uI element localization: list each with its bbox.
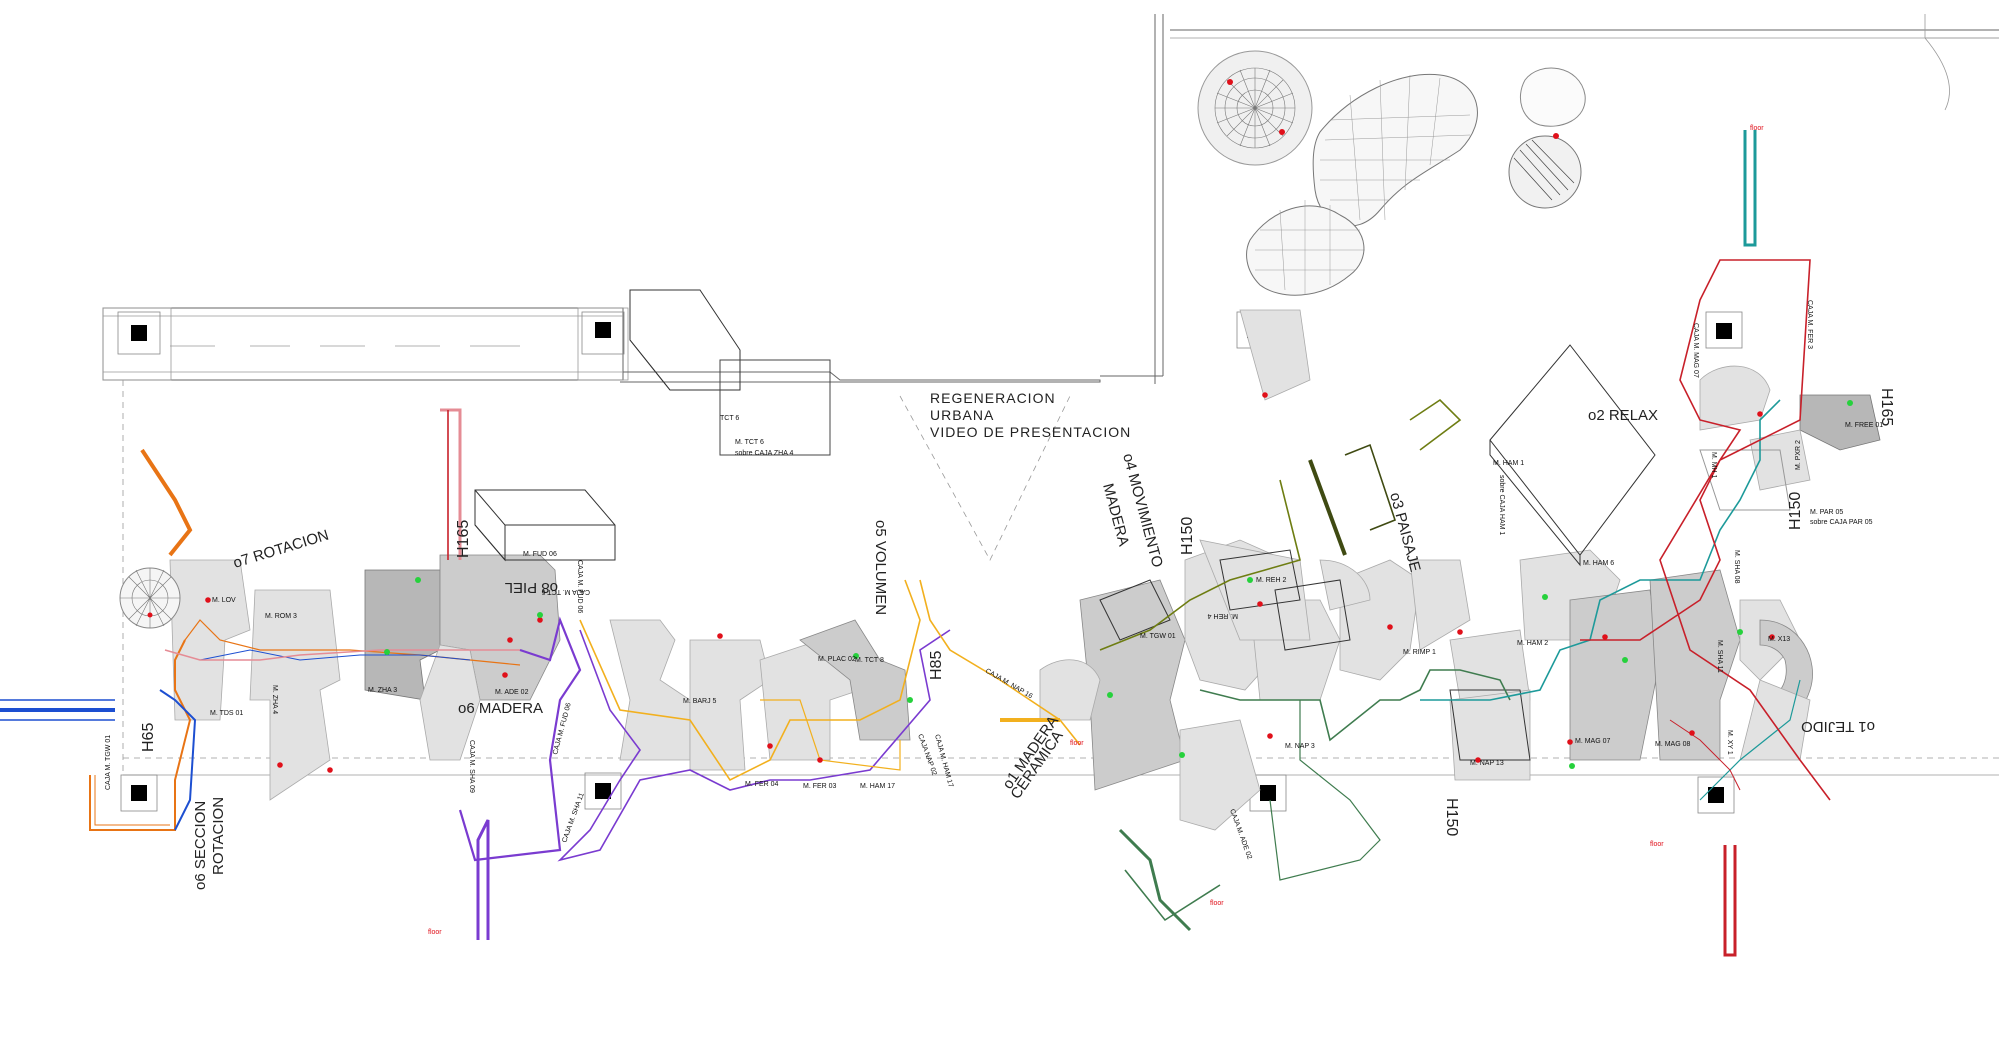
item-label: M. ZHA 4 bbox=[271, 685, 278, 714]
zone-label-madera-o6: o6 MADERA bbox=[458, 700, 543, 717]
item-label: M. NAP 3 bbox=[1285, 743, 1315, 750]
item-label: M. FER 03 bbox=[803, 783, 837, 790]
zone-label-rotacion-2: ROTACION bbox=[210, 797, 227, 875]
item-label: CAJA M. NAP 16 bbox=[984, 668, 1034, 701]
item-label: CAJA M. FER 3 bbox=[1806, 300, 1813, 349]
height-tag: H85 bbox=[928, 651, 945, 680]
item-label: M. TGW 01 bbox=[1140, 633, 1176, 640]
height-tag: H150 bbox=[1787, 492, 1804, 530]
floor-label: floor bbox=[1650, 841, 1664, 848]
title-block: REGENERACION URBANA VIDEO DE PRESENTACIO… bbox=[930, 390, 1131, 440]
floor-label: floor bbox=[1210, 900, 1224, 907]
item-label: M. BARJ 5 bbox=[683, 698, 717, 705]
item-label: M. LOV bbox=[212, 597, 236, 604]
item-label: M. NAP 13 bbox=[1470, 760, 1504, 767]
height-tags: H65 H165 H85 H150 H150 H165 H150 bbox=[140, 388, 1895, 836]
item-label: M. RIMP 1 bbox=[1403, 649, 1436, 656]
height-tag: H165 bbox=[1878, 388, 1895, 426]
box-outlines bbox=[474, 289, 1791, 761]
floor-labels: floor floor floor floor floor bbox=[428, 125, 1764, 936]
item-label: M. MAG 07 bbox=[1575, 738, 1611, 745]
item-label: M. SHA 11 bbox=[1716, 640, 1723, 673]
item-label: M. XY 1 bbox=[1726, 730, 1733, 755]
item-label: M. TCT 6 bbox=[735, 439, 764, 446]
zone-label-volumen: o5 VOLUMEN bbox=[872, 520, 889, 615]
title-line-1: REGENERACION bbox=[930, 390, 1056, 406]
height-tag: H150 bbox=[1179, 517, 1196, 555]
height-tag: H165 bbox=[455, 520, 472, 558]
item-label: CAJA M. ADE 02 bbox=[1228, 808, 1253, 860]
title-line-2: URBANA bbox=[930, 407, 994, 423]
zone-label-movimiento: o4 MOVIMIENTO bbox=[1119, 452, 1166, 570]
item-label: M. REH 4 bbox=[1208, 612, 1238, 619]
floor-label: floor bbox=[1750, 125, 1764, 132]
item-label: sobre CAJA ZHA 4 bbox=[735, 450, 793, 457]
height-tag: H150 bbox=[1443, 798, 1460, 836]
title-line-3: VIDEO DE PRESENTACION bbox=[930, 424, 1131, 440]
item-label: CAJA M. FUD 06 bbox=[576, 560, 583, 613]
star-sculpture bbox=[119, 567, 181, 629]
item-label: M. SHA 08 bbox=[1733, 550, 1740, 584]
floor-label: floor bbox=[428, 929, 442, 936]
item-label: M. HAM 1 bbox=[1493, 460, 1524, 467]
item-label: M. MAG 08 bbox=[1655, 741, 1691, 748]
item-label: M. HAM 6 bbox=[1583, 560, 1614, 567]
item-label: M. FUD 06 bbox=[523, 551, 557, 558]
item-label: M. TDS 01 bbox=[210, 710, 243, 717]
zone-label-tejido: o1 TEJIDO bbox=[1801, 718, 1875, 735]
item-label: CAJA M. HAM 17 bbox=[933, 734, 954, 789]
item-label: M. TCT 8 bbox=[855, 657, 884, 664]
height-tag: H65 bbox=[140, 723, 157, 752]
item-label: M. ADE 02 bbox=[495, 689, 529, 696]
visitor-routes bbox=[0, 130, 1831, 957]
zone-label-rotacion: o7 ROTACION bbox=[231, 527, 331, 572]
item-label: M. PLAC 02 bbox=[818, 656, 856, 663]
item-label: TCT 6 bbox=[720, 415, 739, 422]
item-label: M. PXR 2 bbox=[1795, 440, 1802, 470]
item-label: CAJA M. MAG 07 bbox=[1692, 323, 1699, 378]
marker-dots bbox=[145, 392, 1853, 773]
item-label: M. FER 04 bbox=[745, 781, 779, 788]
item-label: M. FREE 01 bbox=[1845, 422, 1883, 429]
item-label: M. PAR 05 bbox=[1810, 509, 1843, 516]
item-label: CAJA M. TCT 6 bbox=[542, 588, 590, 595]
item-label: M. HAM 17 bbox=[860, 783, 895, 790]
item-label: CAJA M. SHA 11 bbox=[561, 792, 586, 844]
zone-label-madera: MADERA bbox=[1099, 482, 1132, 548]
item-label: sobre CAJA PAR 05 bbox=[1810, 519, 1873, 526]
zone-label-piel: o8 PIEL bbox=[505, 579, 558, 596]
floor-label: floor bbox=[1070, 740, 1084, 747]
lounge-furniture bbox=[1197, 50, 1586, 296]
item-label: M. MH 1 bbox=[1710, 452, 1717, 479]
item-label: M. REH 2 bbox=[1256, 577, 1286, 584]
item-label: CAJA M. TGW 01 bbox=[105, 735, 112, 790]
item-label: M. ZHA 3 bbox=[368, 687, 397, 694]
item-label: M. ROM 3 bbox=[265, 613, 297, 620]
item-label: M. HAM 2 bbox=[1517, 640, 1548, 647]
zone-label-seccion: o6 SECCION bbox=[192, 801, 209, 890]
item-label: CAJA M. SHA 09 bbox=[468, 740, 475, 793]
item-label: M. X13 bbox=[1768, 636, 1790, 643]
item-label: sobre CAJA HAM 1 bbox=[1498, 475, 1505, 535]
zone-label-relax: o2 RELAX bbox=[1588, 407, 1658, 424]
